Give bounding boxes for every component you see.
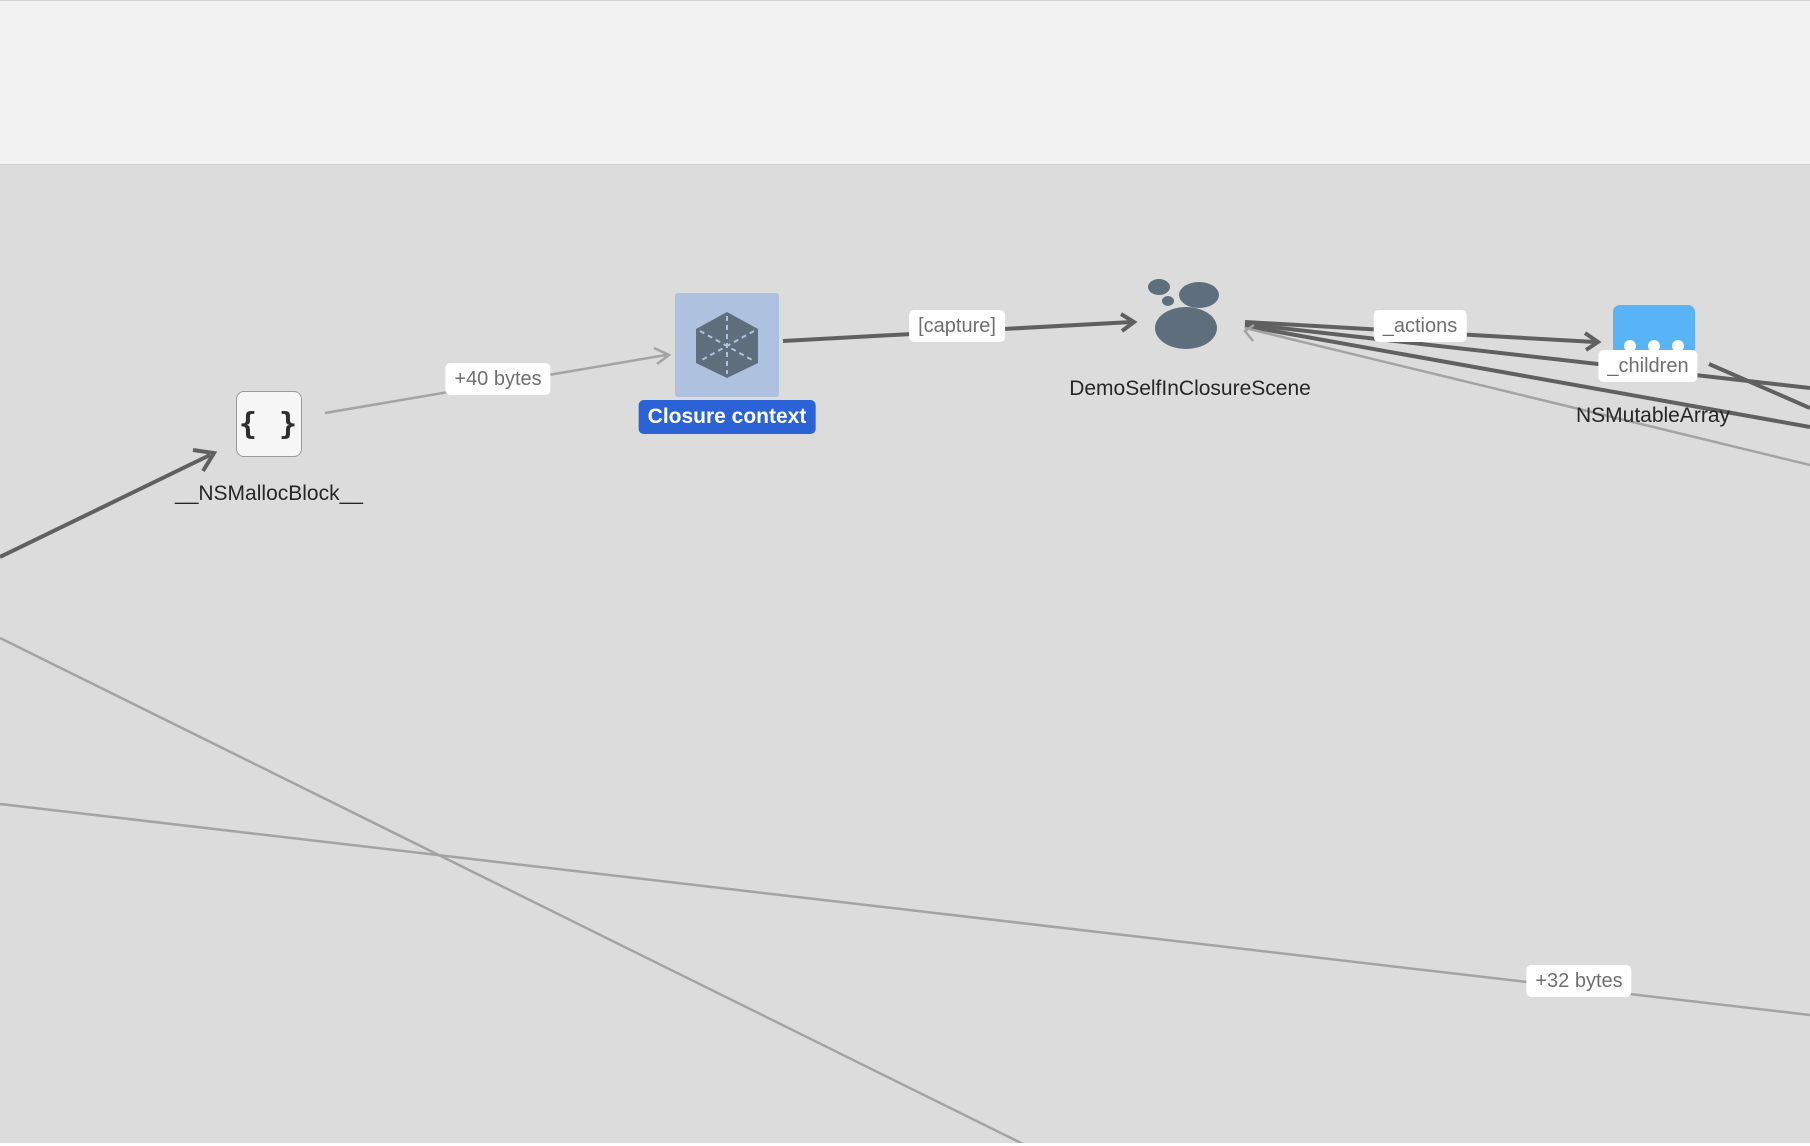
edge-label-plus-32-bytes: +32 bytes <box>1526 965 1632 997</box>
edge-block-to-closure-arrowhead <box>653 346 672 365</box>
edge-label-actions: _actions <box>1373 310 1467 342</box>
cube-icon <box>696 312 758 378</box>
paw-icon[interactable] <box>1146 278 1222 350</box>
edge-background-2 <box>0 802 1810 1017</box>
memory-graph-canvas[interactable]: { } __NSMallocBlock__ Closure context De… <box>0 165 1810 1143</box>
edge-scene-out-2 <box>1244 324 1810 429</box>
edge-into-block-arrowhead <box>192 448 218 473</box>
edge-closure-to-scene-arrowhead <box>1119 312 1138 333</box>
edge-label-children: _children <box>1598 350 1698 382</box>
closure-context-node[interactable] <box>675 293 779 397</box>
scene-caption[interactable]: DemoSelfInClosureScene <box>1069 377 1311 400</box>
edge-into-scene-arrowhead <box>1243 323 1255 342</box>
edge-background-1 <box>0 636 1024 1143</box>
closure-context-caption[interactable]: Closure context <box>638 400 816 434</box>
edge-label-capture: [capture] <box>909 310 1005 342</box>
edge-scene-out-1 <box>1244 322 1810 390</box>
malloc-block-caption[interactable]: __NSMallocBlock__ <box>175 482 363 505</box>
edge-scene-actions-arrowhead <box>1583 331 1602 352</box>
edge-into-block <box>0 453 211 559</box>
edge-array-out <box>1708 362 1810 410</box>
curly-braces-icon: { } <box>238 406 300 442</box>
mutable-array-caption[interactable]: NSMutableArray <box>1575 404 1731 427</box>
edge-label-plus-40-bytes: +40 bytes <box>445 363 551 395</box>
edge-scene-out-3 <box>1244 326 1810 467</box>
ellipsis-icon <box>1624 340 1684 352</box>
toolbar-area <box>0 0 1810 165</box>
malloc-block-node[interactable]: { } <box>236 391 302 457</box>
